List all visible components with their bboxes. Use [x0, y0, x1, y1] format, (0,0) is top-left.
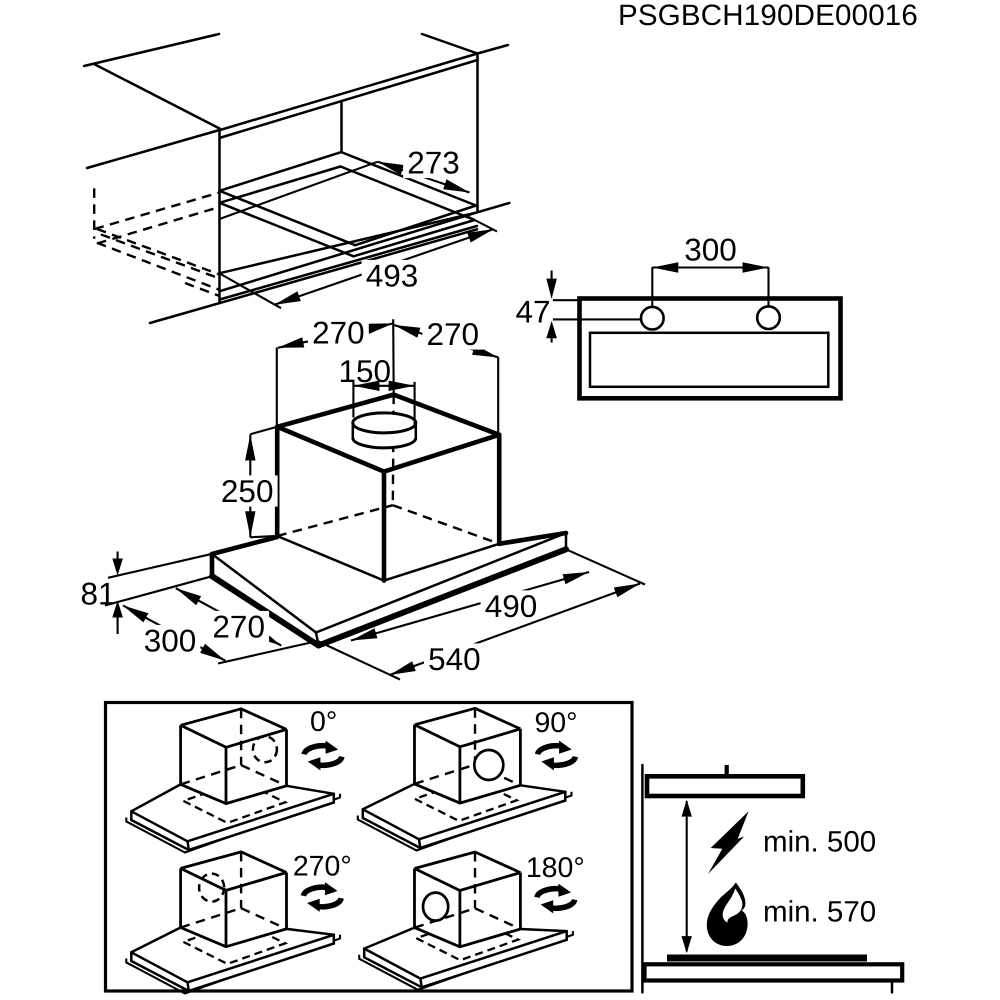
svg-text:270: 270	[312, 315, 365, 351]
svg-text:493: 493	[366, 258, 419, 294]
svg-text:273: 273	[407, 145, 460, 181]
svg-text:0°: 0°	[310, 706, 337, 738]
svg-text:min. 570: min. 570	[763, 896, 876, 929]
svg-text:490: 490	[485, 588, 538, 624]
svg-text:150: 150	[339, 353, 392, 389]
svg-text:300: 300	[684, 232, 737, 268]
svg-text:90°: 90°	[534, 707, 577, 739]
svg-text:270°: 270°	[293, 851, 352, 883]
svg-text:300: 300	[144, 623, 197, 659]
svg-text:81: 81	[80, 576, 115, 612]
svg-text:250: 250	[221, 473, 274, 509]
svg-text:540: 540	[428, 641, 481, 677]
svg-text:270: 270	[427, 316, 480, 352]
svg-text:47: 47	[515, 294, 550, 330]
svg-text:270: 270	[212, 609, 265, 645]
svg-text:min. 500: min. 500	[763, 826, 876, 859]
svg-text:PSGBCH190DE00016: PSGBCH190DE00016	[618, 0, 918, 32]
svg-text:180°: 180°	[526, 852, 585, 884]
